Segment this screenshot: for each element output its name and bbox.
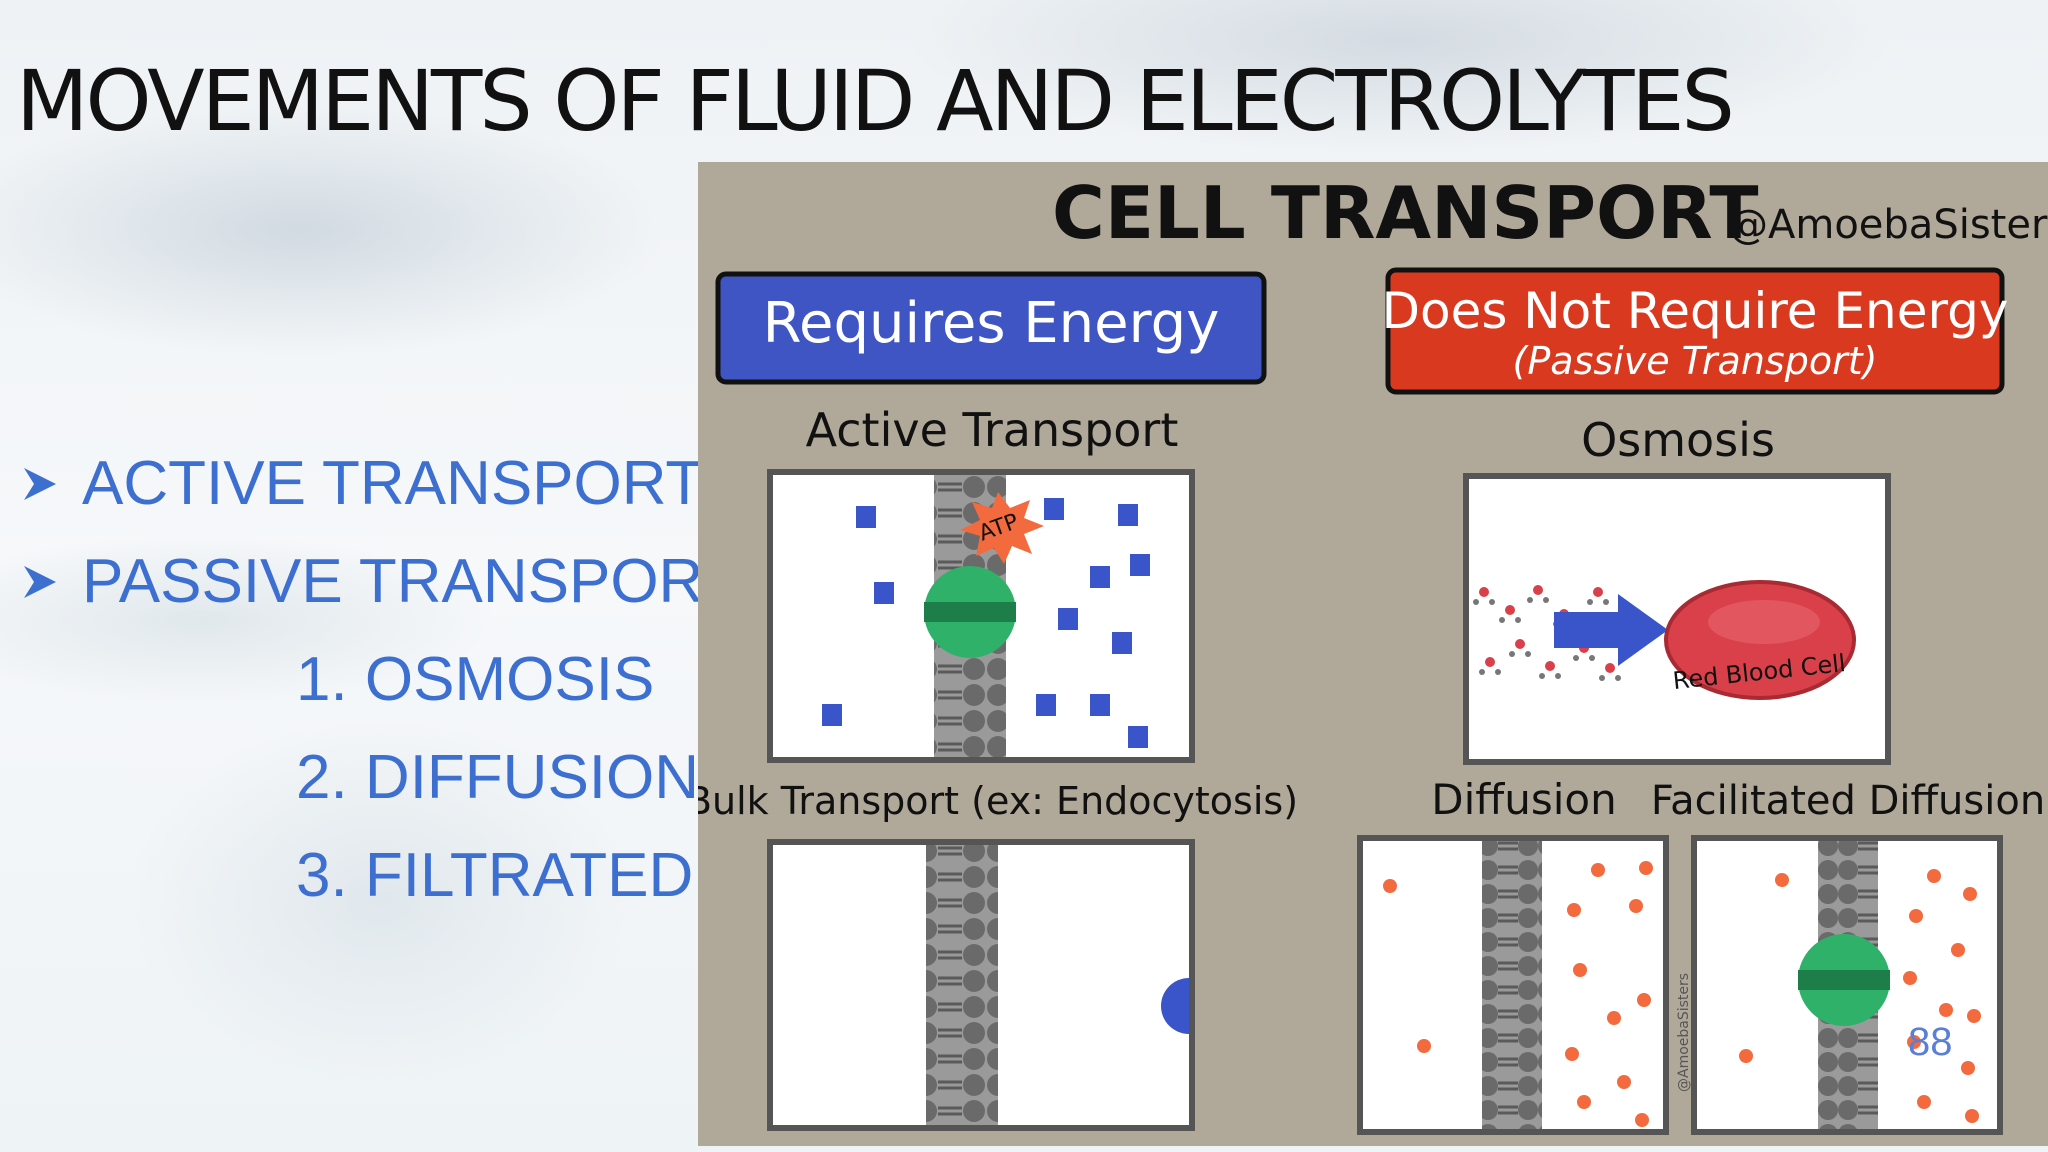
active-transport-label: Active Transport	[806, 403, 1179, 457]
sub-item: 2. DIFFUSION	[296, 743, 700, 812]
osmosis-label: Osmosis	[1581, 413, 1775, 467]
bullet-label: ACTIVE TRANSPORT	[82, 449, 704, 518]
sub-item: 3. FILTRATED	[296, 841, 694, 910]
requires-energy-banner: Requires Energy	[715, 271, 1267, 385]
no-energy-sublabel: (Passive Transport)	[1513, 339, 1878, 383]
particle-blue	[1118, 504, 1138, 526]
watermark: @AmoebaSisters	[1676, 973, 1692, 1092]
particle-blue	[1058, 608, 1078, 630]
carrier-protein	[924, 566, 1016, 658]
particle-orange	[1417, 1039, 1431, 1053]
particle-blue	[874, 582, 894, 604]
bullet-label: PASSIVE TRANSPORT	[82, 547, 741, 616]
particle-orange	[1577, 1095, 1591, 1109]
particle-orange	[1927, 869, 1941, 883]
diffusion-panel	[1357, 835, 1669, 1135]
particle-blue	[1044, 498, 1064, 520]
particle-orange	[1567, 903, 1581, 917]
particle-orange	[1967, 1009, 1981, 1023]
particle-orange	[1963, 887, 1977, 901]
diagram-handle: @AmoebaSisters	[1728, 202, 2048, 248]
particle-orange	[1965, 1109, 1979, 1123]
active-transport-panel: ATP	[767, 469, 1195, 763]
particle-orange	[1951, 943, 1965, 957]
no-energy-label: Does Not Require Energy	[1381, 282, 2008, 340]
particle-orange	[1635, 1113, 1649, 1127]
cell-membrane	[1482, 841, 1542, 1129]
vesicle-particle	[1161, 978, 1189, 1034]
particle-orange	[1903, 971, 1917, 985]
particle-blue	[1090, 694, 1110, 716]
particle-blue	[1130, 554, 1150, 576]
particle-orange	[1607, 1011, 1621, 1025]
particle-orange	[1917, 1095, 1931, 1109]
bulk-transport-label: Bulk Transport (ex: Endocytosis)	[698, 779, 1298, 823]
no-energy-banner: Does Not Require Energy (Passive Transpo…	[1381, 267, 2009, 395]
particle-orange	[1591, 863, 1605, 877]
facilitated-diffusion-panel	[1691, 835, 2003, 1135]
slide-title: MOVEMENTS OF FLUID AND ELECTROLYTES	[16, 52, 1735, 150]
bulk-transport-panel	[767, 839, 1195, 1131]
particle-orange	[1939, 1003, 1953, 1017]
particle-orange	[1383, 879, 1397, 893]
channel-protein	[1798, 934, 1890, 1026]
bullet-item: PASSIVE TRANSPORT	[20, 546, 740, 617]
cell-membrane	[926, 845, 998, 1125]
osmosis-panel: Red Blood Cell	[1463, 473, 1891, 765]
diffusion-label: Diffusion	[1431, 775, 1616, 824]
sub-item: 1. OSMOSIS	[296, 645, 655, 714]
particle-blue	[1090, 566, 1110, 588]
flow-arrow-icon	[1554, 594, 1668, 666]
red-blood-cell: Red Blood Cell	[1664, 580, 1856, 700]
particle-orange	[1629, 899, 1643, 913]
particle-orange	[1961, 1061, 1975, 1075]
arrowhead-icon	[24, 565, 56, 598]
requires-energy-label: Requires Energy	[763, 291, 1220, 356]
particle-blue	[1036, 694, 1056, 716]
facilitated-diffusion-label: Facilitated Diffusion	[1651, 778, 2045, 824]
particle-orange	[1907, 1035, 1921, 1049]
particle-blue	[1128, 726, 1148, 748]
diagram-title: CELL TRANSPORT	[1052, 171, 1759, 255]
slide-number: 88	[1908, 1020, 1953, 1064]
particle-orange	[1775, 873, 1789, 887]
particle-orange	[1573, 963, 1587, 977]
particle-orange	[1739, 1049, 1753, 1063]
bullet-item: ACTIVE TRANSPORT	[20, 448, 703, 519]
cell-transport-diagram: CELL TRANSPORT @AmoebaSisters Requires E…	[698, 162, 2048, 1146]
atp-burst-icon: ATP	[960, 492, 1044, 564]
particle-orange	[1565, 1047, 1579, 1061]
arrowhead-icon	[24, 467, 56, 500]
particle-orange	[1617, 1075, 1631, 1089]
particle-blue	[1112, 632, 1132, 654]
particle-orange	[1639, 861, 1653, 875]
particle-blue	[822, 704, 842, 726]
particle-orange	[1637, 993, 1651, 1007]
particle-blue	[856, 506, 876, 528]
particle-orange	[1909, 909, 1923, 923]
